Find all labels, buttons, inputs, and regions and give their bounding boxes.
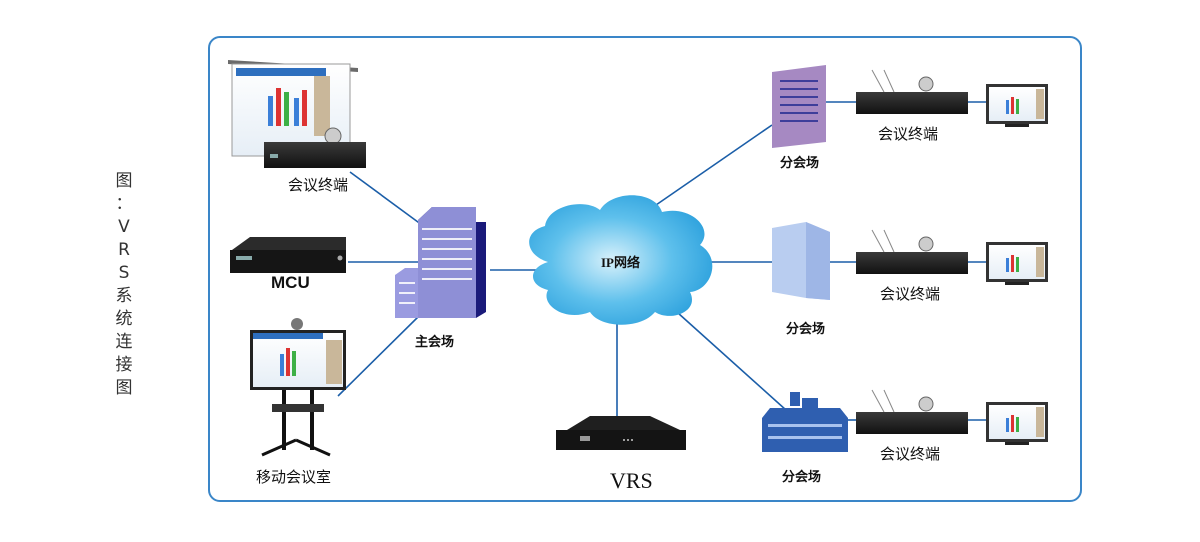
diagram-caption: 图 ： V R S 系 统 连 接 图: [112, 170, 136, 400]
caption-char: S: [118, 263, 130, 283]
diagram-frame: [208, 36, 1082, 502]
caption-char: 统: [115, 309, 133, 329]
main-terminal-label: 会议终端: [288, 176, 349, 194]
branch-venue-building-1: [772, 65, 826, 148]
link-cloud-branch1: [655, 124, 773, 206]
mobile-room-label: 移动会议室: [256, 468, 332, 486]
branch-terminal-3: [856, 389, 968, 434]
main-venue-label: 主会场: [415, 335, 455, 350]
branch-monitor-2: [986, 242, 1048, 285]
branch-venue-label-3: 分会场: [782, 470, 822, 485]
branch-terminal-label-3: 会议终端: [880, 445, 941, 463]
caption-char: 系: [115, 286, 133, 306]
branch-venue-building-2: [772, 222, 830, 300]
caption-char: 图: [115, 171, 133, 191]
caption-char: 接: [115, 355, 133, 375]
mcu-device: [230, 237, 346, 273]
branch-venue-label-2: 分会场: [786, 322, 826, 337]
vrs-label: VRS: [610, 468, 653, 493]
branch-terminal-1: [856, 69, 968, 114]
link-terminal-main: [349, 171, 423, 226]
branch-terminal-2: [856, 229, 968, 274]
mcu-label: MCU: [271, 273, 310, 292]
branch-venue-label-1: 分会场: [780, 156, 820, 171]
branch-monitor-3: [986, 402, 1048, 445]
link-cloud-branch3: [677, 312, 787, 411]
branch-monitor-1: [986, 84, 1048, 127]
caption-char: V: [118, 217, 130, 237]
ip-network-cloud: [529, 195, 713, 325]
vrs-server: [556, 416, 686, 450]
branch-venue-building-3: [762, 392, 848, 452]
caption-char: 图: [115, 378, 133, 398]
main-venue-building: [395, 207, 486, 318]
branch-terminal-label-1: 会议终端: [878, 125, 939, 143]
conference-terminal-main: [264, 127, 366, 168]
caption-char: ：: [115, 194, 133, 214]
mobile-room-cart: [250, 318, 346, 457]
caption-char: R: [118, 240, 130, 260]
branch-terminal-label-2: 会议终端: [880, 285, 941, 303]
cloud-label: IP网络: [601, 255, 641, 270]
caption-char: 连: [115, 332, 133, 352]
link-mobile-main: [337, 314, 421, 397]
